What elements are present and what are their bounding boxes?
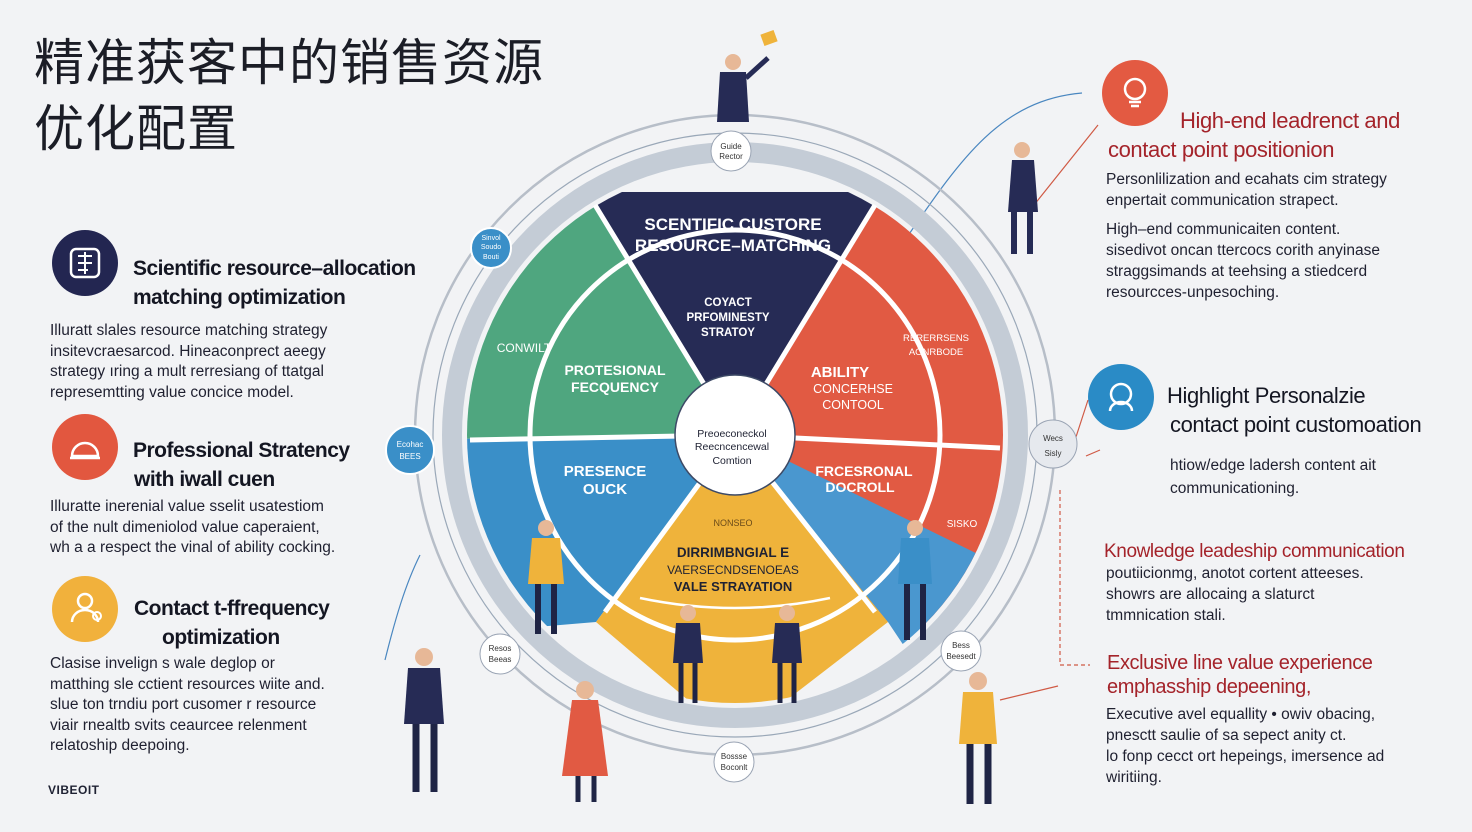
right-upper-small-line-2: AONRBODE xyxy=(909,347,963,358)
brand-label: VIBEOIT xyxy=(48,783,100,797)
badge-bottom-right: Bess Beesedt xyxy=(940,630,982,672)
right-lower-line-2: DOCROLL xyxy=(825,479,895,495)
bottom-line-2: VAERSECNDSENOEAS xyxy=(667,563,799,577)
svg-text:Beesedt: Beesedt xyxy=(946,652,976,661)
bottom-arc xyxy=(639,596,831,610)
svg-text:Sinvol: Sinvol xyxy=(481,235,501,242)
svg-text:Rector: Rector xyxy=(719,152,743,161)
center-line-3: Comtion xyxy=(712,455,751,467)
ring-badges: Guide Rector Sinvol Soudo Bouti Ecohac B… xyxy=(385,130,1078,783)
svg-text:Beeas: Beeas xyxy=(489,655,512,664)
face-icon xyxy=(1088,364,1154,430)
right-item-4-body: Executive avel equallity • owiv obacing,… xyxy=(1106,706,1385,786)
svg-text:Guide: Guide xyxy=(720,142,742,151)
badge-bottom: Bossse Boconlt xyxy=(713,741,755,783)
people-illustrations xyxy=(404,29,1038,804)
person-center-2 xyxy=(772,605,802,703)
badge-bottom-left: Resos Beeas xyxy=(479,633,521,675)
right-lower-line-1: FRCESRONAL xyxy=(815,463,913,479)
bulb-icon xyxy=(1102,60,1168,126)
right-lower-small-label: SISKO xyxy=(947,519,978,530)
left-upper-line-1: PROTESIONAL xyxy=(564,362,666,378)
sector-right-red xyxy=(735,170,1003,640)
svg-text:Bouti: Bouti xyxy=(483,254,499,261)
bottom-line-3: VALE STRAYATION xyxy=(674,579,792,594)
svg-text:Soudo: Soudo xyxy=(481,244,501,251)
connector-line-right-5 xyxy=(999,685,1059,701)
top-label-line-2: RESOURCE–MATCHING xyxy=(635,236,831,255)
person-bottom-red xyxy=(562,681,608,802)
page-title: 精准获客中的销售资源 优化配置 xyxy=(34,30,544,162)
person-bottom-left-navy xyxy=(404,648,444,792)
right-upper-line-1: ABILITY xyxy=(811,364,869,381)
svg-text:Sisly: Sisly xyxy=(1045,449,1062,458)
right-upper-small-line-1: RERERRSENS xyxy=(903,333,969,344)
sector-top-navy xyxy=(589,192,881,435)
svg-text:Boconlt: Boconlt xyxy=(721,763,748,772)
svg-text:BEES: BEES xyxy=(399,452,420,461)
brain-icon xyxy=(52,230,118,296)
person-bottom-right-yellow xyxy=(959,672,997,804)
right-item-3-body: poutiicionmg, anotot cortent atteeses.sh… xyxy=(1106,565,1364,624)
title-line-2: 优化配置 xyxy=(34,100,238,158)
left-lower-line-1: PRESENCE xyxy=(564,463,647,480)
badge-left: Ecohac BEES xyxy=(385,425,435,475)
sector-bottom-yellow xyxy=(596,435,888,703)
svg-text:Wecs: Wecs xyxy=(1043,434,1063,443)
connector-line-left xyxy=(384,554,421,661)
right-upper-line-2: CONCERHSE xyxy=(813,382,893,396)
badge-right: Wecs Sisly xyxy=(1028,419,1078,469)
person-right-blue xyxy=(898,520,932,640)
right-item-3-heading: Knowledge leadeship communication xyxy=(1104,541,1405,562)
bottom-small-label: NONSEO xyxy=(713,518,752,528)
helmet-icon xyxy=(52,414,118,480)
person-top-right xyxy=(1008,142,1038,254)
center-line-2: Reecncencewal xyxy=(695,441,769,453)
right-upper-line-3: CONTOOL xyxy=(822,398,884,412)
top-inner-line-1: COYACT xyxy=(704,297,752,309)
person-center-1 xyxy=(673,605,703,703)
svg-text:Resos: Resos xyxy=(489,644,512,653)
bottom-labels: NONSEO DIRRIMBNGIAL E VAERSECNDSENOEAS V… xyxy=(667,428,799,594)
person-top-flag xyxy=(717,29,778,122)
left-item-2-body: Illuratte inerenial value sselit usatest… xyxy=(50,498,336,556)
inner-white-ring xyxy=(527,227,943,643)
bottom-line-1: DIRRIMBNGIAL E xyxy=(677,545,789,560)
connector-line-right-2 xyxy=(1074,399,1089,441)
connector-line-right-1 xyxy=(1029,124,1099,211)
center-hub xyxy=(674,374,796,496)
top-inner-line-3: STRATOY xyxy=(701,327,755,339)
connector-line-right-3 xyxy=(1085,449,1101,457)
sector-labels: SCENTIFIC CUSTORE RESOURCE–MATCHING COYA… xyxy=(497,215,978,530)
top-label-line-1: SCENTIFIC CUSTORE xyxy=(644,215,821,234)
left-upper-line-2: FECQUENCY xyxy=(571,379,660,395)
svg-text:Ecohac: Ecohac xyxy=(397,440,424,449)
top-inner-line-2: PRFOMINESTY xyxy=(686,312,769,324)
connector-lines xyxy=(384,92,1101,701)
person-gear-icon xyxy=(52,576,118,642)
connector-line-top-right xyxy=(904,92,1083,241)
svg-text:Bossse: Bossse xyxy=(721,752,748,761)
badge-top: Guide Rector xyxy=(710,130,752,172)
right-item-1-body: Personlilization and ecahats cim strateg… xyxy=(1106,171,1387,301)
person-left-yellow xyxy=(528,520,564,634)
left-upper-small-label: CONWILT xyxy=(497,341,552,355)
center-line-1: Preoeconeckol xyxy=(697,428,766,440)
left-lower-line-2: OUCK xyxy=(583,481,627,498)
left-item-1-body: Illuratt slales resource matching strate… xyxy=(50,322,328,401)
connector-line-right-4 xyxy=(1059,490,1090,666)
title-line-1: 精准获客中的销售资源 xyxy=(34,34,544,92)
badge-left-top: Sinvol Soudo Bouti xyxy=(470,227,512,269)
svg-text:Bess: Bess xyxy=(952,641,970,650)
